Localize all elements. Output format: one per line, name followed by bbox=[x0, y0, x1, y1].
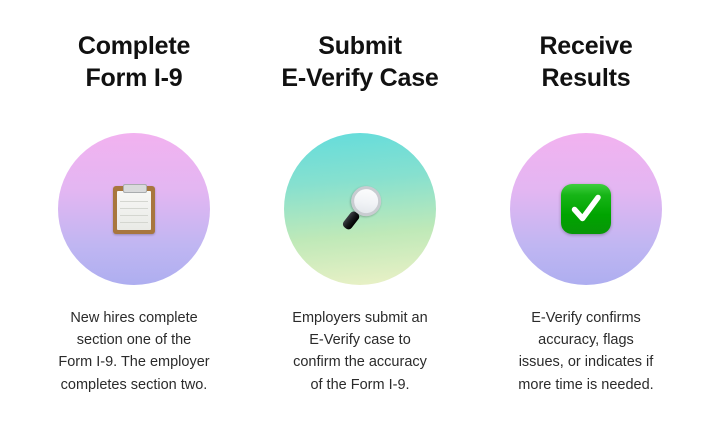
clipboard-paper bbox=[117, 191, 151, 230]
check-button-square bbox=[561, 184, 611, 234]
gradient-circle bbox=[58, 133, 210, 285]
step-heading: Receive Results bbox=[539, 32, 633, 92]
clipboard-text-line bbox=[120, 215, 148, 216]
step-description: New hires complete section one of the Fo… bbox=[58, 310, 210, 393]
step-description: E-Verify confirms accuracy, flags issues… bbox=[518, 310, 654, 393]
step-icon-circle-wrap bbox=[284, 133, 436, 285]
magnifying-glass-icon bbox=[332, 180, 388, 237]
clipboard-icon bbox=[106, 181, 162, 237]
step-heading: Submit E-Verify Case bbox=[281, 32, 439, 92]
clipboard-text-line bbox=[120, 222, 148, 223]
clipboard-clip bbox=[123, 184, 147, 193]
check-mark-button-icon bbox=[558, 181, 614, 237]
step-complete-form-i9: Complete Form I-9 New hires complete sec… bbox=[21, 30, 247, 396]
step-description: Employers submit an E-Verify case to con… bbox=[292, 310, 428, 393]
step-icon-circle-wrap bbox=[58, 133, 210, 285]
magnifier-group bbox=[321, 170, 400, 249]
step-receive-results: Receive Results E-Verify confirms accura… bbox=[473, 30, 699, 396]
clipboard-text-line bbox=[120, 201, 148, 202]
gradient-circle bbox=[284, 133, 436, 285]
check-mark-glyph bbox=[571, 194, 601, 222]
step-heading: Complete Form I-9 bbox=[77, 32, 191, 92]
gradient-circle bbox=[510, 133, 662, 285]
clipboard-text-line bbox=[120, 208, 148, 209]
step-icon-circle-wrap bbox=[510, 133, 662, 285]
step-submit-everify-case: Submit E-Verify Case Employers submit an… bbox=[247, 30, 473, 396]
